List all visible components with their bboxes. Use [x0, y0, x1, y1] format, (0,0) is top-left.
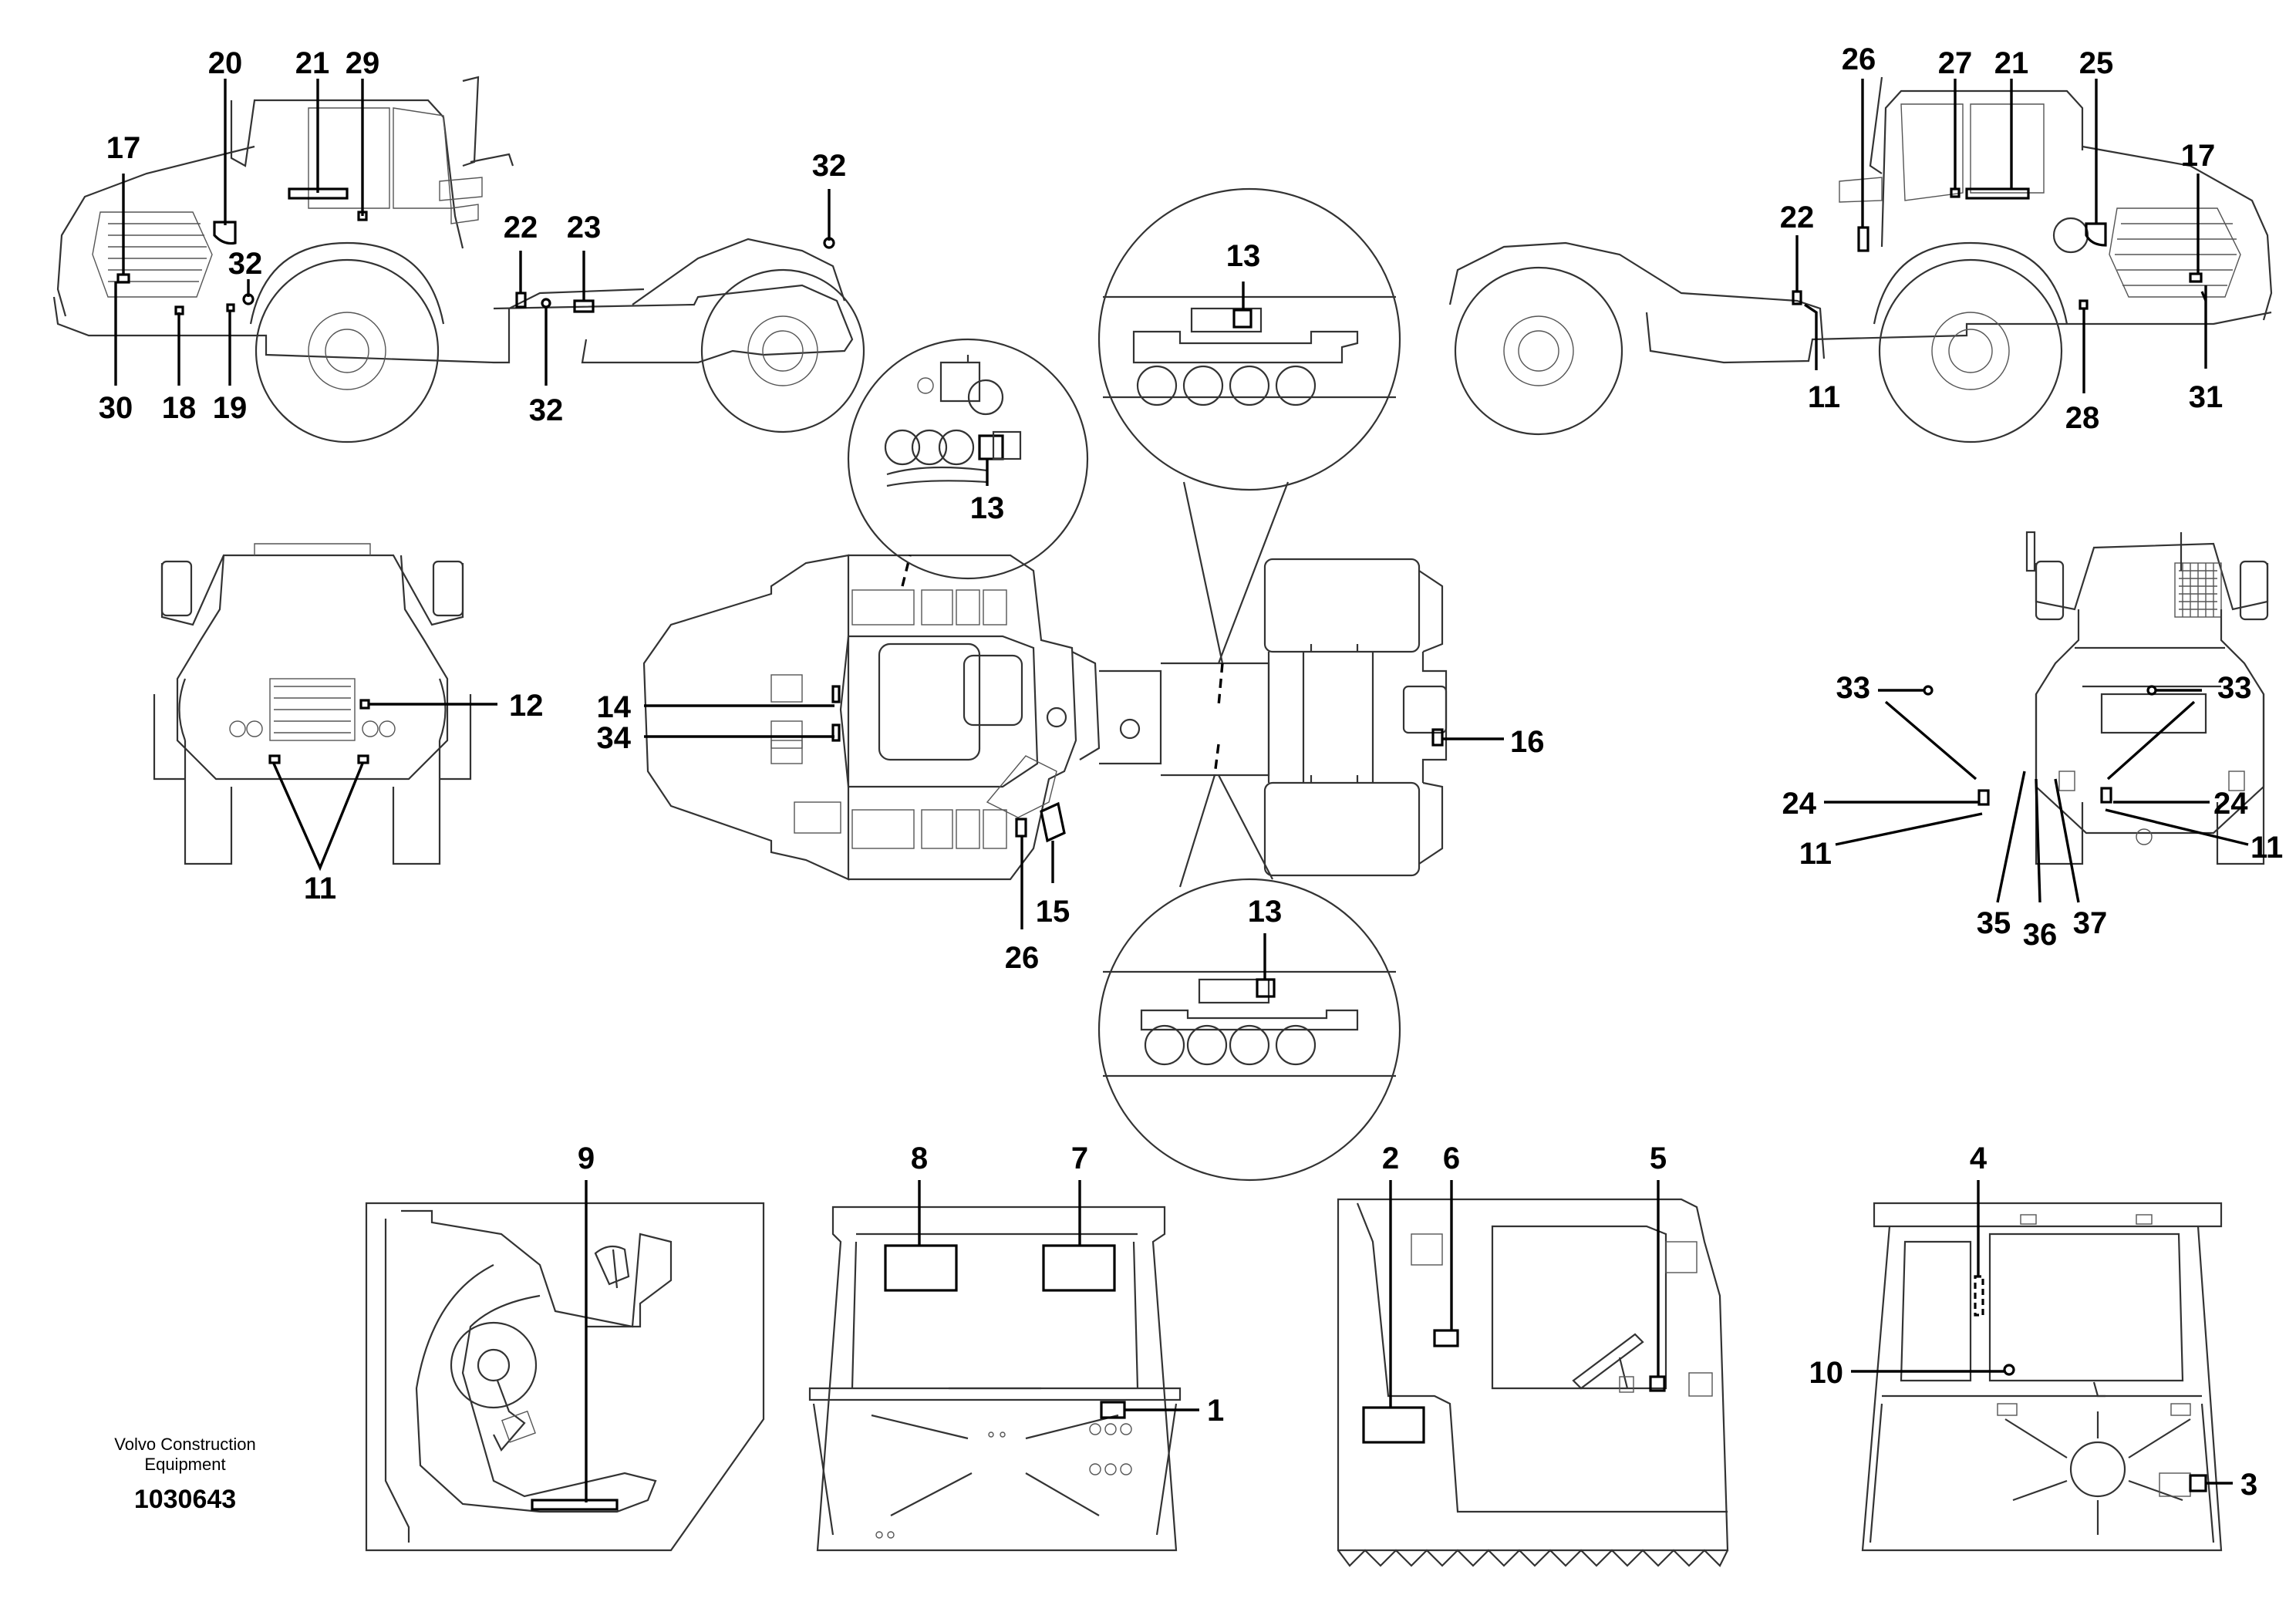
callout-24: 24: [2213, 787, 2248, 821]
callout-14: 14: [597, 690, 632, 724]
hauler-right-side-view: 26 27 21 25 17 22 11 28 31: [1448, 42, 2273, 443]
callout-13: 13: [1248, 895, 1283, 929]
callout-13: 13: [970, 491, 1005, 525]
hauler-top-view: 14 34 16 15 26: [597, 554, 1545, 975]
callout-32: 32: [228, 247, 263, 281]
callout-13: 13: [1226, 239, 1261, 273]
detail-engine-top: 13: [1097, 187, 1401, 664]
callout-32: 32: [529, 393, 564, 427]
callout-7: 7: [1071, 1141, 1088, 1175]
callout-25: 25: [2079, 46, 2114, 80]
callout-29: 29: [346, 46, 380, 80]
callout-11: 11: [304, 872, 336, 905]
callout-4: 4: [1970, 1141, 1988, 1175]
callout-30: 30: [99, 391, 133, 425]
callout-9: 9: [578, 1141, 595, 1175]
callout-17: 17: [106, 131, 141, 165]
callout-32: 32: [812, 149, 847, 183]
callout-35: 35: [1977, 906, 2011, 940]
manufacturer-caption: Volvo Construction Equipment 1030643: [114, 1435, 255, 1514]
hauler-rear-view: 33 33 24 24 11 11 35 36 37: [1782, 531, 2283, 952]
callout-8: 8: [911, 1141, 928, 1175]
callout-5: 5: [1650, 1141, 1667, 1175]
callout-11: 11: [1808, 380, 1840, 414]
caption-line-2: Equipment: [144, 1455, 225, 1474]
callout-26: 26: [1005, 941, 1040, 975]
callout-22: 22: [504, 211, 538, 244]
callout-33: 33: [2217, 671, 2252, 705]
callout-28: 28: [2065, 401, 2100, 435]
callout-18: 18: [162, 391, 197, 425]
callout-6: 6: [1443, 1141, 1460, 1175]
callout-21: 21: [295, 46, 330, 80]
cab-front-interior-view: 8 7 1: [808, 1141, 1224, 1552]
callout-15: 15: [1036, 895, 1070, 929]
detail-engine-small: 13: [847, 338, 1089, 580]
callout-24: 24: [1782, 787, 1817, 821]
detail-engine-bottom: 13: [1097, 774, 1401, 1182]
callout-17: 17: [2181, 139, 2216, 173]
callout-37: 37: [2073, 906, 2108, 940]
callout-26: 26: [1842, 42, 1876, 76]
hauler-left-side-view: 20 21 29 17 32 22 23 32 30 18 19 32: [52, 46, 865, 443]
callout-36: 36: [2023, 918, 2058, 952]
hauler-front-view: 12 11: [153, 543, 544, 905]
caption-line-1: Volvo Construction: [114, 1435, 255, 1454]
callout-2: 2: [1382, 1141, 1399, 1175]
callout-11: 11: [1799, 837, 1832, 871]
callout-21: 21: [1994, 46, 2029, 80]
callout-23: 23: [567, 211, 602, 244]
cab-rear-interior-view: 4 10 3: [1809, 1141, 2257, 1552]
callout-10: 10: [1809, 1356, 1844, 1390]
callout-34: 34: [597, 721, 632, 755]
callout-11: 11: [2250, 831, 2283, 865]
callout-20: 20: [208, 46, 243, 80]
callout-22: 22: [1780, 201, 1815, 234]
cab-side-interior-view: 2 6 5: [1337, 1141, 1729, 1567]
callout-16: 16: [1510, 725, 1545, 759]
callout-33: 33: [1836, 671, 1871, 705]
callout-3: 3: [2240, 1468, 2257, 1502]
callout-27: 27: [1938, 46, 1973, 80]
callout-1: 1: [1207, 1394, 1224, 1428]
cab-floor-view: 9: [365, 1141, 765, 1552]
part-number: 1030643: [134, 1485, 236, 1514]
callout-31: 31: [2189, 380, 2224, 414]
callout-19: 19: [213, 391, 248, 425]
callout-12: 12: [509, 689, 544, 723]
